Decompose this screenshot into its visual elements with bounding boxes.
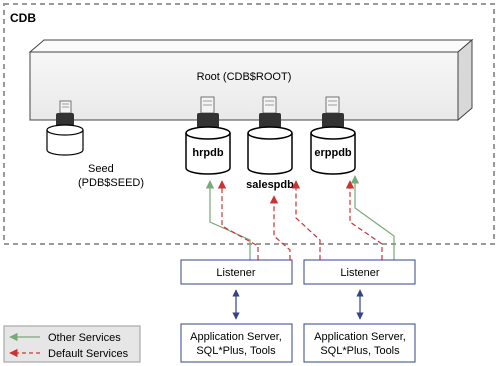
plug-icon	[259, 96, 281, 130]
seed-name: Seed	[88, 163, 114, 175]
legend-other-label: Other Services	[48, 332, 121, 344]
default-services-line	[345, 180, 383, 260]
other-services-line	[205, 180, 251, 260]
root-label: Root (CDB$ROOT)	[197, 71, 292, 83]
app-server-1: Application Server, SQL*Plus, Tools	[180, 323, 293, 363]
root-container: Root (CDB$ROOT)	[28, 38, 474, 122]
default-services-line	[217, 180, 259, 260]
app-server-line2: SQL*Plus, Tools	[320, 345, 400, 357]
database-cylinder-icon	[310, 126, 356, 175]
listener-2: Listener	[303, 259, 416, 285]
service-connections	[205, 175, 395, 260]
hrpdb-label: hrpdb	[192, 147, 223, 159]
listener-1: Listener	[180, 259, 293, 285]
plug-icon	[322, 96, 344, 130]
listener-label: Listener	[216, 267, 255, 279]
listener-label: Listener	[340, 267, 379, 279]
legend-default-label: Default Services	[48, 348, 129, 360]
seed-subtitle: (PDB$SEED)	[78, 177, 144, 189]
cdb-title: CDB	[10, 11, 36, 25]
default-services-line	[269, 195, 291, 260]
legend: Other Services Default Services	[3, 325, 141, 363]
app-server-2: Application Server, SQL*Plus, Tools	[303, 323, 416, 363]
app-server-line1: Application Server,	[314, 331, 406, 343]
pdb-erppdb: erppdb	[310, 96, 356, 175]
app-server-line2: SQL*Plus, Tools	[196, 345, 276, 357]
database-cylinder-icon	[185, 126, 231, 175]
database-cylinder-icon	[247, 126, 293, 175]
default-services-line	[291, 180, 321, 260]
pdb-salespdb: salespdb	[246, 96, 294, 191]
app-server-line1: Application Server,	[190, 331, 282, 343]
pdb-hrpdb: hrpdb	[185, 96, 231, 175]
database-cylinder-icon	[46, 124, 84, 156]
plug-icon	[197, 96, 219, 130]
plug-icon	[56, 100, 74, 127]
cdb-container	[3, 3, 495, 245]
pdb-seed: Seed (PDB$SEED)	[46, 100, 144, 189]
other-services-line	[350, 175, 395, 260]
salespdb-label: salespdb	[246, 179, 294, 191]
erppdb-label: erppdb	[314, 147, 352, 159]
